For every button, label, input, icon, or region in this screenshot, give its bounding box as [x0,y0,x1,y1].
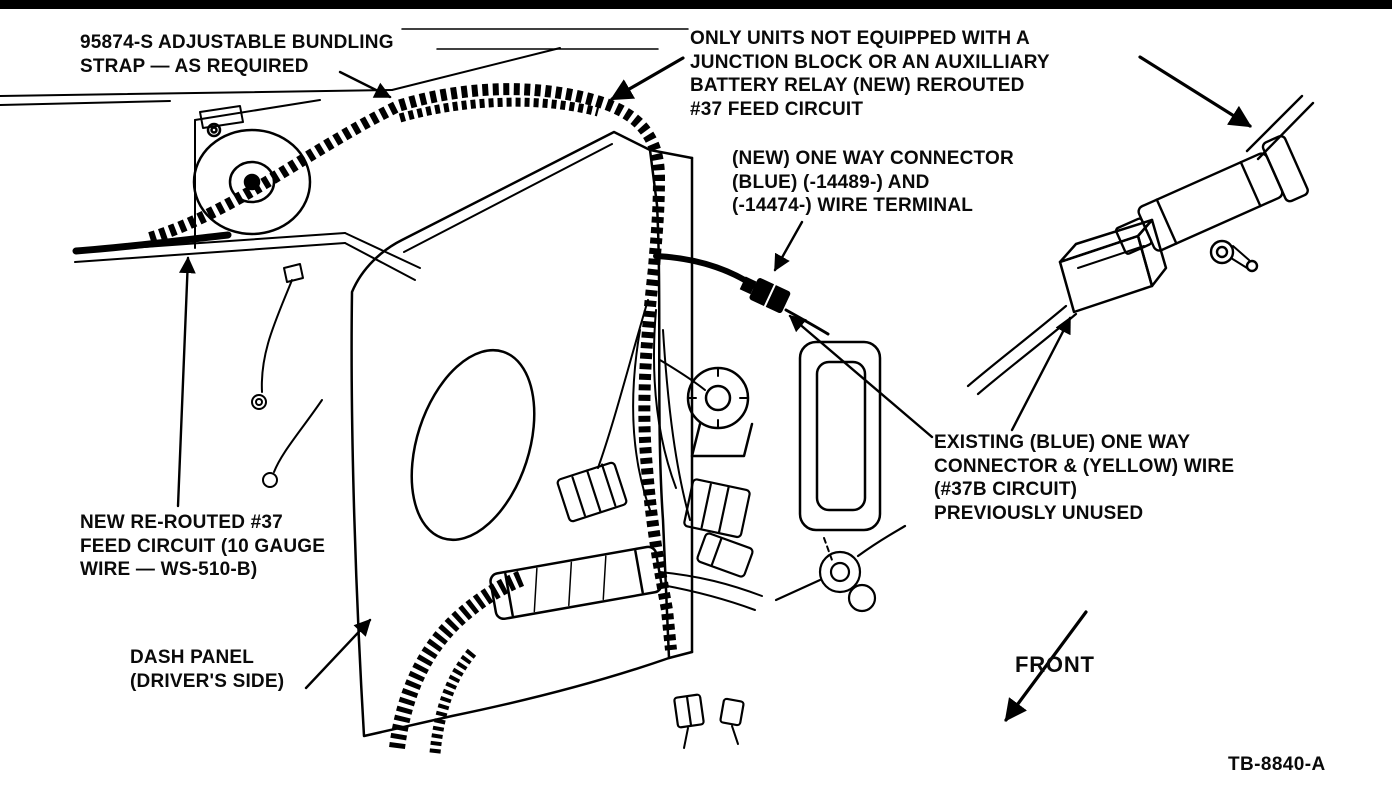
multi-pin-connectors [556,461,754,578]
new-one-way-connector-installed [653,253,830,336]
label-new-one-way-connector: (NEW) ONE WAY CONNECTOR (BLUE) (-14489-)… [732,148,1014,217]
leader-arrows [176,55,1252,690]
label-bundling-strap: 95874-S ADJUSTABLE BUNDLING STRAP — AS R… [80,32,394,77]
label-new-feed-circuit: NEW RE-ROUTED #37 FEED CIRCUIT (10 GAUGE… [80,512,326,581]
left-pigtail-wires [251,263,323,488]
grommet-socket [686,366,754,458]
page-top-border [0,0,1392,9]
dash-panel-outline [350,130,694,738]
round-connectors [774,524,907,613]
bracket-plate [798,340,882,561]
figure-reference: TB-8840-A [1228,754,1326,775]
label-existing-connector: EXISTING (BLUE) ONE WAY CONNECTOR & (YEL… [934,432,1235,524]
connector-detail-exploded [1114,94,1315,273]
bundle-branch-wires [597,299,706,521]
label-reroute-note: ONLY UNITS NOT EQUIPPED WITH A JUNCTION … [690,28,1050,120]
existing-one-way-connector [966,218,1168,396]
bottom-small-connectors [673,693,745,749]
wiring-harness [148,83,677,651]
corrugated-conduit [389,570,526,754]
label-front: FRONT [1015,652,1095,677]
panel-oval-opening [410,348,536,542]
harness-sleeve [489,545,763,621]
front-direction-arrow [1004,610,1088,722]
feed-circuit-wire [72,231,232,255]
label-dash-panel: DASH PANEL (DRIVER'S SIDE) [130,647,285,692]
